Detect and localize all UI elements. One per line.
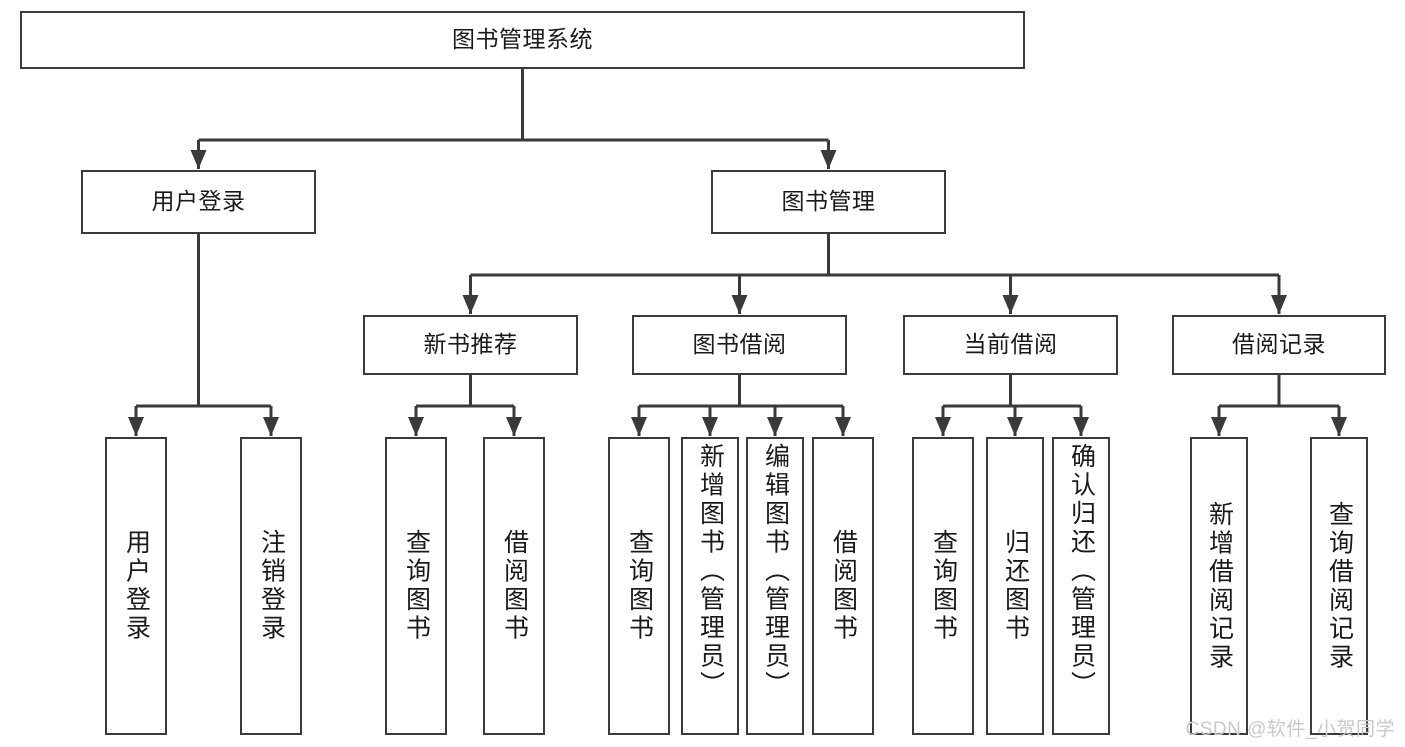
node-label: 查询图书 [929,529,958,643]
node-label: 借阅图书 [829,529,858,643]
node-label: 查询图书 [625,529,654,643]
arrowhead-icon [462,295,479,314]
node-label: 借阅图书 [500,529,529,643]
node-leaf-records-1[interactable]: 新增借阅记录 [1190,437,1248,735]
node-label: 用户登录 [151,188,246,215]
arrowhead-icon [731,295,748,314]
arrowhead-icon [128,417,144,436]
arrowhead-icon [1002,295,1019,314]
arrowhead-icon [1271,295,1287,314]
arrowhead-icon [631,417,647,436]
arrowhead-icon [1211,417,1227,436]
node-leaf-newrec-2[interactable]: 借阅图书 [483,437,545,735]
arrowhead-icon [935,417,951,436]
node-label: 确认归还（管理员） [1067,443,1096,700]
node-label: 新增图书（管理员） [696,443,725,700]
node-borrow[interactable]: 图书借阅 [632,315,847,375]
arrowhead-icon [835,417,851,436]
node-label: 查询图书 [402,529,431,643]
arrowhead-icon [767,417,783,436]
node-root[interactable]: 图书管理系统 [20,11,1025,69]
node-leaf-login-2[interactable]: 注销登录 [240,437,302,735]
arrowhead-icon [190,150,207,169]
node-leaf-current-1[interactable]: 查询图书 [912,437,974,735]
node-label: 借阅记录 [1232,331,1326,358]
node-bookmgmt[interactable]: 图书管理 [711,170,946,234]
node-leaf-borrow-2[interactable]: 新增图书（管理员） [681,437,739,735]
node-label: 图书管理系统 [452,26,593,53]
arrowhead-icon [1331,417,1347,436]
node-label: 当前借阅 [963,331,1058,358]
arrowhead-icon [820,150,837,169]
node-label: 注销登录 [257,529,286,643]
node-leaf-borrow-3[interactable]: 编辑图书（管理员） [746,437,804,735]
node-label: 查询借阅记录 [1325,500,1354,672]
node-leaf-current-2[interactable]: 归还图书 [986,437,1044,735]
node-label: 图书借阅 [692,331,787,358]
node-label: 用户登录 [122,529,151,643]
node-leaf-records-2[interactable]: 查询借阅记录 [1310,437,1368,735]
node-records[interactable]: 借阅记录 [1172,315,1386,375]
arrowhead-icon [1073,417,1089,436]
node-leaf-login-1[interactable]: 用户登录 [105,437,167,735]
arrowhead-icon [408,417,424,436]
arrowhead-icon [1007,417,1023,436]
node-label: 图书管理 [781,188,876,215]
node-label: 新增借阅记录 [1205,500,1234,672]
arrowhead-icon [702,417,718,436]
node-leaf-newrec-1[interactable]: 查询图书 [385,437,447,735]
node-label: 编辑图书（管理员） [761,443,790,700]
node-login[interactable]: 用户登录 [81,170,316,234]
node-leaf-current-3[interactable]: 确认归还（管理员） [1052,437,1110,735]
node-label: 新书推荐 [423,331,518,358]
arrowhead-icon [506,417,522,436]
node-label: 归还图书 [1001,529,1030,643]
node-newrec[interactable]: 新书推荐 [363,315,578,375]
node-leaf-borrow-4[interactable]: 借阅图书 [812,437,874,735]
node-current[interactable]: 当前借阅 [903,315,1118,375]
node-leaf-borrow-1[interactable]: 查询图书 [608,437,670,735]
watermark: CSDN @软件_小贺同学 [1185,719,1395,740]
arrowhead-icon [263,417,279,436]
